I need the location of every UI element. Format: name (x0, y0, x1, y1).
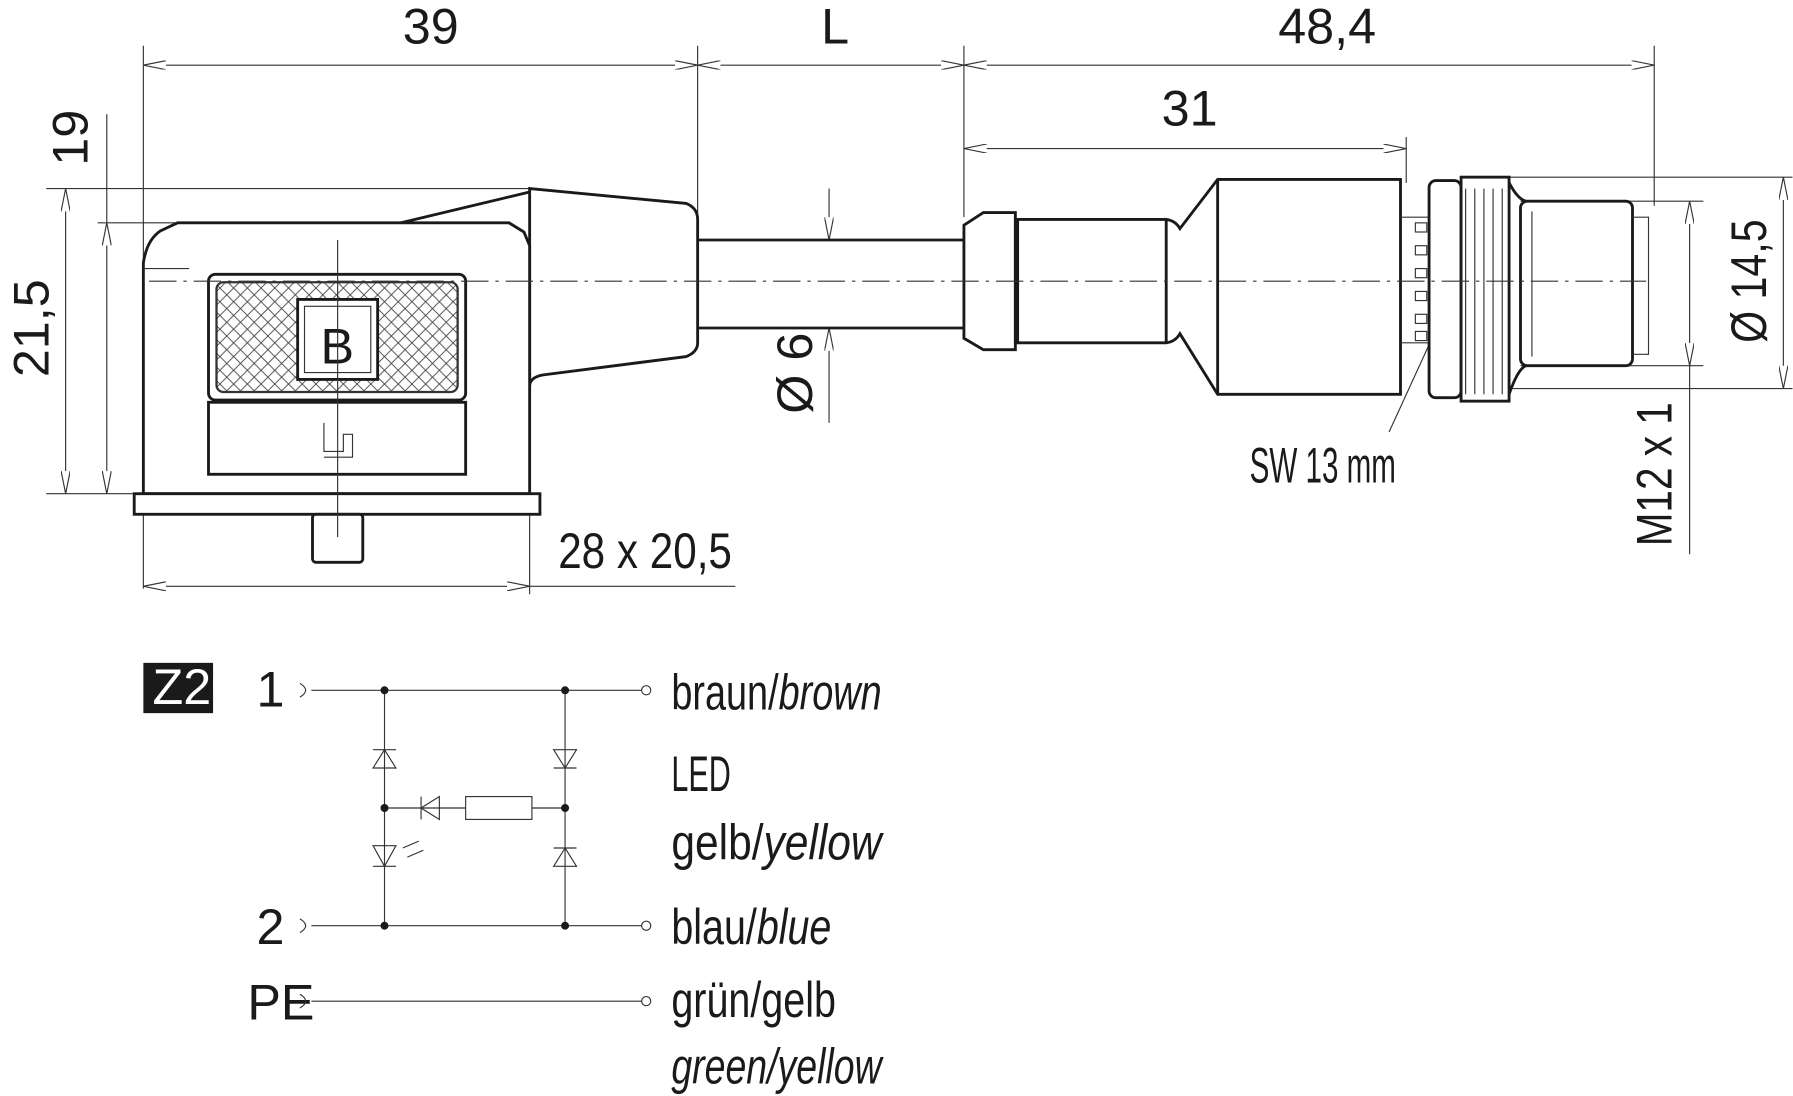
dim-21-5: 21,5 (3, 279, 60, 377)
diodes (372, 748, 578, 868)
dim-cable-diameter: Ø 6 (766, 333, 823, 414)
wire-green-yellow-de: grün/gelb (671, 971, 836, 1028)
wire-led: LED (671, 745, 730, 802)
pin-pe: PE (247, 973, 314, 1030)
wire-yellow: gelb/yellow (671, 813, 884, 870)
dim-thread: M12 x 1 (1625, 402, 1682, 546)
wire-blue: blau/blue (671, 898, 831, 955)
code-badge (143, 662, 214, 714)
dim-length: L (821, 0, 849, 54)
m12-connector (962, 175, 1650, 403)
wire-brown: braun/brown (671, 664, 881, 721)
wiring-schematic: Z20 1 2 PE braun/brown LED gelb/yellow b… (143, 658, 884, 1094)
dim-31: 31 (1162, 80, 1218, 137)
dim-flange: 28 x 20,5 (558, 522, 732, 579)
pin-1: 1 (256, 660, 284, 717)
dim-wrench: SW 13 mm (1250, 436, 1396, 493)
dim-39: 39 (403, 0, 459, 54)
dim-48-4: 48,4 (1278, 0, 1376, 54)
pins (1414, 222, 1428, 342)
dim-19: 19 (41, 110, 98, 166)
wire-green-yellow-en: green/yellow (671, 1037, 883, 1094)
code-label: Z20 (152, 658, 239, 715)
pin-2: 2 (256, 898, 284, 955)
valve-plug-connector: B (132, 187, 700, 564)
dimension-labels: 39 L 48,4 31 19 21,5 Ø 6 28 x 20,5 SW 13… (3, 0, 1778, 579)
dim-nut-diameter: Ø 14,5 (1720, 219, 1777, 342)
cable (697, 238, 964, 330)
dimension-lines (46, 45, 1793, 595)
